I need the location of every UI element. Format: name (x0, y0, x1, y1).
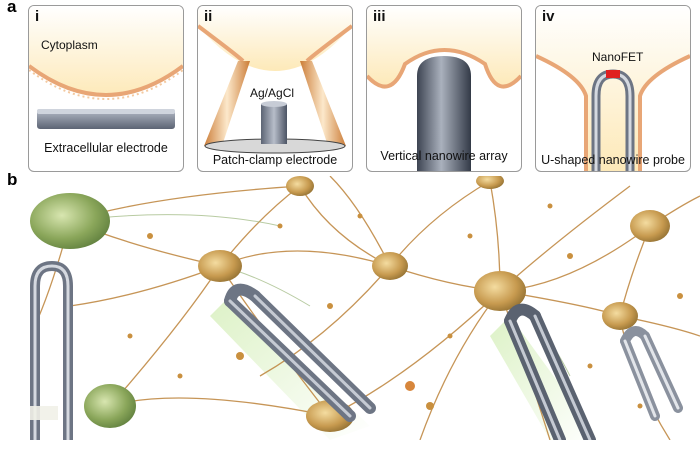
neuron-network-drawing (30, 176, 700, 440)
panel-extracellular-electrode: i Cytoplasm Extracellular electrode (28, 5, 184, 172)
panel-number: i (35, 8, 40, 25)
extracellular-electrode-illustration (29, 6, 183, 129)
figure-label-a: a (7, 0, 17, 16)
panel-vertical-nanowire-array: iii Vertical nanowire array (366, 5, 522, 172)
u-shaped-nanowire-illustration (536, 6, 690, 171)
panel-u-shaped-nanowire-probe: iv NanoFET U-shaped nanowire probe (535, 5, 691, 172)
panel-number: ii (204, 8, 213, 25)
figure-label-b: b (7, 170, 18, 189)
panel-caption: Patch-clamp electrode (212, 153, 338, 167)
cytoplasm-label: Cytoplasm (41, 38, 98, 52)
panel-caption: U-shaped nanowire probe (541, 153, 685, 167)
vertical-nanowire-illustration (367, 6, 521, 171)
panel-patch-clamp-electrode: ii Ag/AgCl Patch-clamp electrode (197, 5, 353, 172)
panel-number: iii (373, 8, 386, 25)
panel-caption: Vertical nanowire array (380, 149, 508, 163)
neuron-network-illustration (30, 176, 700, 440)
panel-number: iv (542, 8, 555, 25)
patch-clamp-illustration (198, 6, 352, 154)
ag-agcl-label: Ag/AgCl (250, 86, 295, 100)
panel-caption: Extracellular electrode (44, 141, 168, 155)
nanofet-label: NanoFET (592, 50, 644, 64)
